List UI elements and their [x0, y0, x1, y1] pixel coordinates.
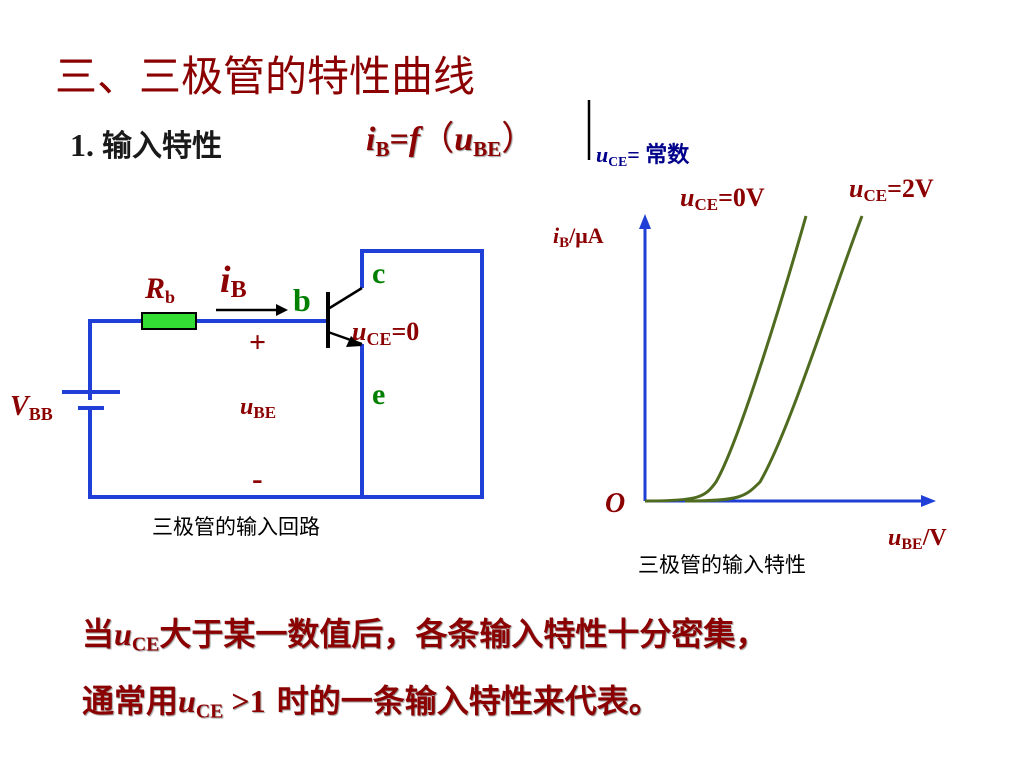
formula-f: f — [408, 121, 421, 158]
minus-sign: - — [252, 460, 263, 496]
vbb-label: VBB — [10, 391, 53, 424]
series-label-0v: uCE=0V — [680, 183, 765, 214]
formula-condition: uCE= 常数 — [596, 137, 689, 170]
conclusion-1-post: 大于某一数值后，各条输入特性十分密集， — [159, 615, 768, 653]
x-axis-label: uBE/V — [888, 525, 947, 553]
formula-eq: = — [389, 121, 409, 158]
formula-rparen: ） — [501, 119, 536, 159]
conclusion-1-u: u — [114, 616, 132, 652]
plus-sign: + — [249, 326, 266, 359]
y-axis-arrow-icon — [639, 214, 651, 229]
condition-u-sub: CE — [608, 153, 628, 169]
formula-u: u — [454, 121, 474, 158]
condition-text: 常数 — [645, 143, 690, 168]
ube-label: uBE — [240, 394, 276, 422]
conclusion-1-pre: 当 — [82, 615, 115, 653]
conclusion-2-post: 时的一条输入特性来代表。 — [265, 682, 661, 720]
transistor-collector-lead — [327, 286, 363, 311]
origin-label: O — [605, 488, 625, 519]
ib-arrow-icon — [276, 304, 288, 316]
collector-terminal-label: c — [372, 257, 385, 290]
circuit-caption: 三极管的输入回路 — [152, 515, 320, 539]
curve-uce-2v — [684, 215, 864, 503]
wire-left-top — [88, 319, 142, 400]
emitter-terminal-label: e — [372, 378, 385, 411]
formula-u-sub: BE — [473, 136, 502, 161]
conclusion-2-u: u — [178, 683, 196, 719]
rb-label: Rb — [144, 272, 175, 307]
curve-uce-0v — [644, 215, 808, 503]
series-label-2v: uCE=2V — [849, 174, 934, 205]
y-axis-label: iB/μA — [553, 223, 604, 251]
condition-u: u — [596, 142, 609, 167]
conclusion-1-sub: CE — [131, 633, 160, 656]
input-characteristic-chart: iB/μA uBE/V O uCE=0V uCE=2V — [553, 174, 947, 553]
wire-loop — [88, 249, 484, 499]
conclusion-2-mid: >1 — [223, 683, 266, 719]
formula-lparen: （ — [420, 119, 455, 159]
emitter-arrow-icon — [346, 336, 362, 347]
conclusion-line-2: 通常用uCE >1 时的一条输入特性来代表。 — [82, 676, 661, 724]
formula-i-sub: B — [375, 136, 390, 161]
formula-i: i — [366, 121, 376, 158]
input-characteristic-formula: iB=f（uBE） — [366, 111, 535, 162]
ib-label: iB — [220, 259, 247, 303]
conclusion-line-1: 当uCE大于某一数值后，各条输入特性十分密集， — [82, 609, 767, 657]
section-label: 输入特性 — [102, 129, 222, 164]
page-title: 三、三极管的特性曲线 — [55, 52, 476, 101]
input-circuit — [88, 249, 484, 499]
conclusion-2-pre: 通常用 — [82, 682, 179, 720]
section-heading: 1. 输入特性 — [70, 121, 222, 165]
resistor-rb — [141, 312, 197, 330]
x-axis-arrow-icon — [921, 495, 936, 507]
chart-caption: 三极管的输入特性 — [638, 553, 806, 577]
section-number: 1. — [70, 127, 94, 163]
base-terminal-label: b — [293, 282, 311, 318]
uce-zero-label: uCE=0 — [352, 317, 419, 349]
conclusion-2-sub: CE — [195, 700, 224, 723]
condition-eq: = — [627, 142, 646, 167]
